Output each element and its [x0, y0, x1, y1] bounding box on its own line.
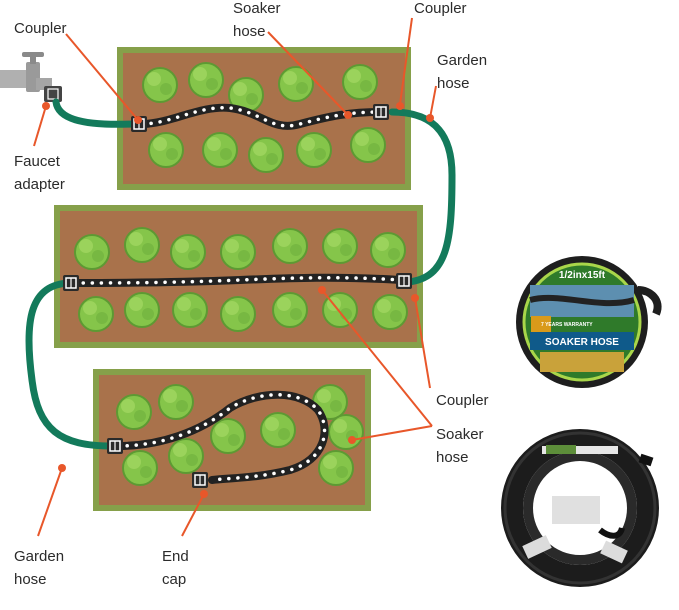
- product-name-label: SOAKER HOSE: [545, 337, 619, 348]
- soaker-hose-product-photo: [516, 256, 662, 388]
- label-soaker-hose-middle: Soaker hose: [436, 426, 484, 466]
- coupler-middle-left: [62, 274, 80, 292]
- label-coupler-middle: Coupler: [436, 392, 489, 409]
- coupler-top-right: [372, 103, 390, 121]
- coupler-bottom-left: [106, 437, 124, 455]
- leader-dots: [42, 102, 434, 498]
- faucet-icon: [0, 52, 62, 102]
- label-soaker-hose-top: Soaker hose: [233, 0, 281, 40]
- coiled-hose-photo: [501, 429, 659, 587]
- leader-lines: [33, 17, 437, 537]
- garden-hose-top-to-middle: [388, 108, 456, 286]
- label-coupler-top-right: Coupler: [414, 0, 467, 17]
- garden-hose-lines: [25, 98, 456, 450]
- label-garden-hose-top: Garden hose: [437, 52, 488, 92]
- product-warranty-label: 7 YEARS WARRANTY: [541, 322, 593, 328]
- end-cap: [191, 471, 209, 489]
- garden-hose-middle-to-bottom: [25, 279, 116, 450]
- garden-hose-faucet-to-top: [52, 98, 136, 128]
- label-end-cap: End cap: [162, 548, 189, 588]
- label-faucet-adapter: Faucet adapter: [14, 153, 65, 193]
- soaker-hose-lines: [70, 103, 404, 484]
- label-coupler-top-left: Coupler: [14, 20, 67, 37]
- coupler-middle-right: [395, 272, 413, 290]
- product-size-label: 1/2inx15ft: [559, 270, 606, 281]
- label-garden-hose-bottom: Garden hose: [14, 548, 65, 588]
